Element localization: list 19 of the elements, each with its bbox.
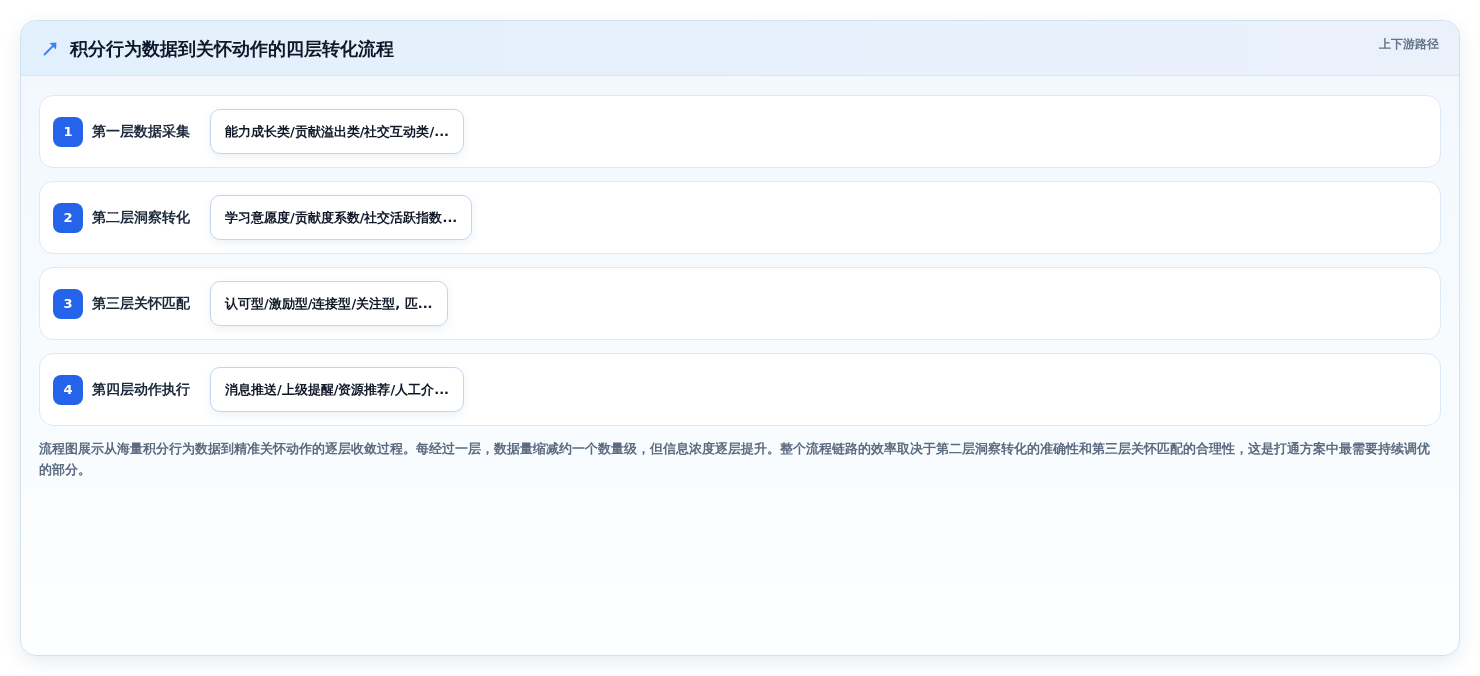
layer-card [39,353,1441,426]
step-number-badge: 2 [53,202,83,233]
caption: 流程图展示从海量积分行为数据到精准关怀动作的逐层收敛过程。每经过一层，数据量缩减约一个数量级，但信息浓度逐层提升。整个流程链路的效率取决于第二层洞察转化的准确性和第三层关怀匹配的合理性，这是打通方案中最需要持续调优的部分。 [39,440,1431,479]
detail-tag: 消息推送/上级提醒/资源推荐/人工介... [210,367,465,412]
layer-title: 第三层关怀匹配 [92,294,190,313]
header-note: 上下游路径 [1379,36,1439,53]
step-number-badge: 4 [53,374,83,405]
layer-card [39,267,1441,340]
detail-tag: 认可型/激励型/连接型/关注型, 匹... [210,281,448,326]
diagram-title: 积分行为数据到关怀动作的四层转化流程 [70,36,394,61]
layer-title: 第四层动作执行 [92,380,190,399]
detail-tag: 学习意愿度/贡献度系数/社交活跃指数... [210,195,473,240]
layer-title: 第二层洞察转化 [92,208,190,227]
layer-title: 第一层数据采集 [92,122,190,141]
detail-tag: 能力成长类/贡献溢出类/社交互动类/... [210,109,465,154]
layer-card [39,95,1441,168]
layer-card [39,181,1441,254]
step-number-badge: 1 [53,116,83,147]
step-number-badge: 3 [53,288,83,319]
